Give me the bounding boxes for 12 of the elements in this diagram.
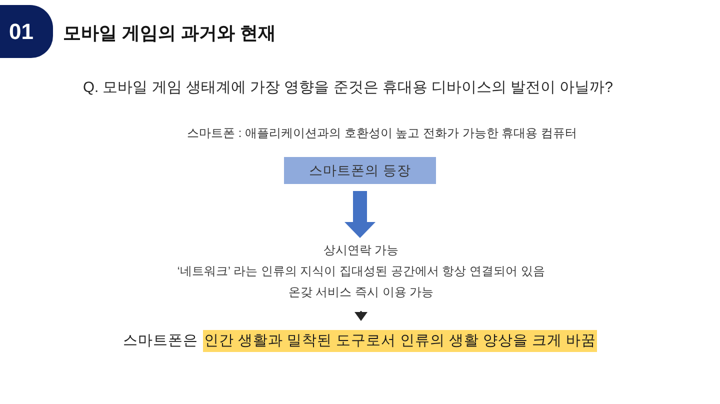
note-text: 온갖 서비스 즉시 이용 가능: [288, 284, 434, 301]
note-text: 상시연락 가능: [323, 242, 399, 259]
number-badge: 01: [0, 5, 53, 58]
conclusion-text: 스마트폰은: [122, 332, 198, 351]
highlighted-text: 인간 생활과 밀착된 도구로서 인류의 생활 양상을 크게 바꿈: [202, 330, 598, 352]
block-arrow: [344, 191, 376, 238]
process-box: 스마트폰의 등장: [284, 157, 436, 184]
note-text: ‘네트워크’ 라는 인류의 지식이 집대성된 공간에서 항상 연결되어 있음: [177, 263, 545, 280]
slide-title: 모바일 게임의 과거와 현재: [63, 22, 276, 45]
question-text: Q. 모바일 게임 생태계에 가장 영향을 준것은 휴대용 디바이스의 발전이 아닐까?: [83, 79, 613, 98]
triangle-arrow: [354, 311, 368, 321]
definition-text: 스마트폰 : 애플리케이션과의 호환성이 높고 전화가 가능한 휴대용 컴퓨터: [187, 125, 577, 141]
